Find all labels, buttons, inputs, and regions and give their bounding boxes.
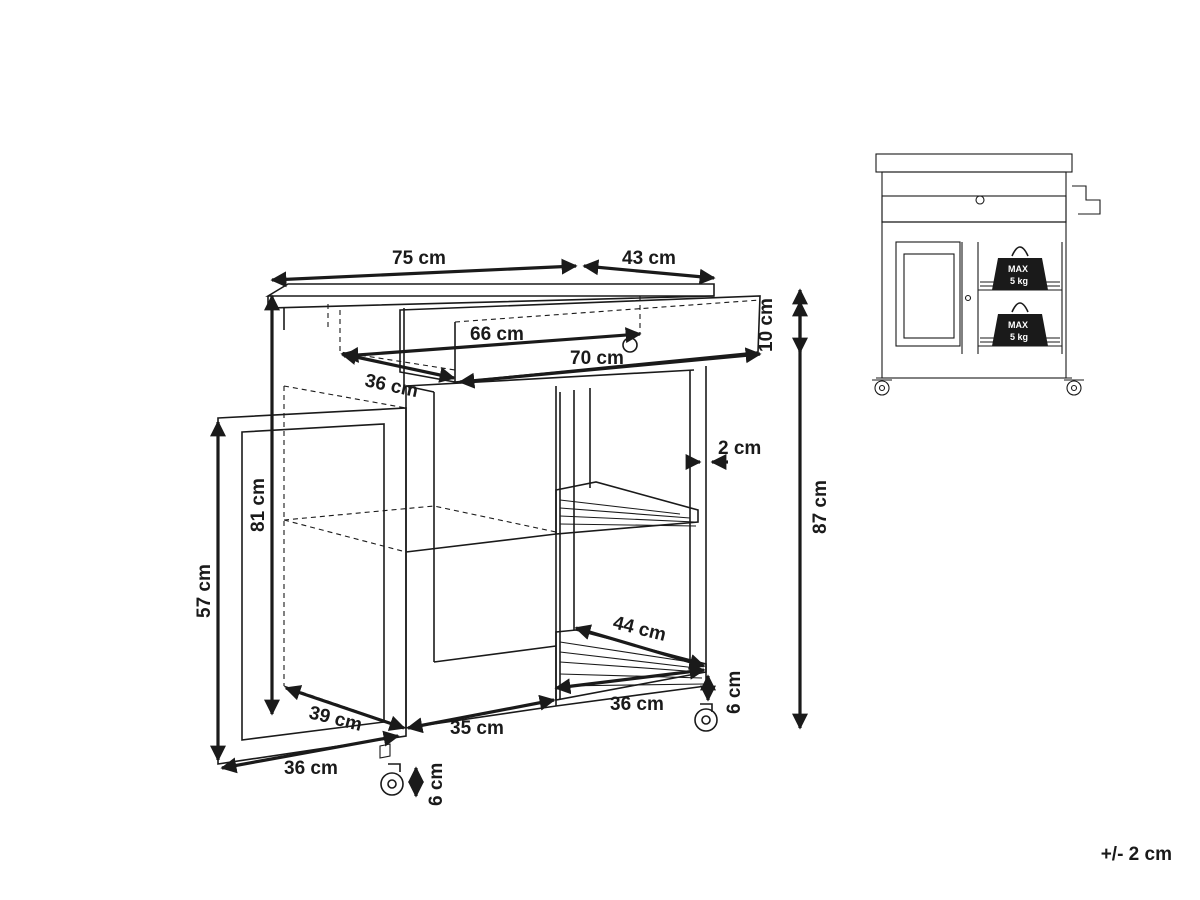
- tolerance-note: +/- 2 cm: [1100, 844, 1172, 865]
- label-bottom-middle-width: 35 cm: [450, 718, 504, 739]
- weight-top-line1: MAX: [1008, 264, 1028, 274]
- front-view-thumbnail: MAX 5 kg MAX 5 kg: [872, 153, 1101, 396]
- label-inner-height: 81 cm: [248, 478, 269, 532]
- label-door-height: 57 cm: [194, 564, 215, 618]
- label-drawer-side: 36 cm: [363, 370, 420, 402]
- label-wheel-height-right: 6 cm: [724, 671, 745, 714]
- dimension-labels: 75 cm 43 cm 66 cm 70 cm 36 cm 10 cm 2 cm…: [194, 248, 831, 806]
- wheel-left: [380, 763, 404, 796]
- max-load-weight-top: MAX 5 kg: [992, 246, 1048, 290]
- weight-bottom-line2: 5 kg: [1010, 332, 1028, 342]
- wheel-right: [694, 703, 718, 732]
- label-drawer-width: 66 cm: [470, 324, 524, 345]
- dimension-arrows: [210, 258, 808, 798]
- label-door-width: 36 cm: [284, 758, 338, 779]
- weight-bottom-line1: MAX: [1008, 320, 1028, 330]
- label-drawer-depth: 70 cm: [570, 348, 624, 369]
- label-width-total: 75 cm: [392, 248, 446, 269]
- max-load-weight-bottom: MAX 5 kg: [992, 302, 1048, 346]
- kitchen-cart-drawing: [217, 283, 761, 796]
- label-wheel-height-left: 6 cm: [426, 763, 447, 806]
- weight-top-line2: 5 kg: [1010, 276, 1028, 286]
- label-depth-total: 43 cm: [622, 248, 676, 269]
- label-height-total: 87 cm: [810, 480, 831, 534]
- label-bottom-right-width: 36 cm: [610, 694, 664, 715]
- label-side-panel: 2 cm: [718, 438, 761, 459]
- label-drawer-height: 10 cm: [756, 298, 777, 352]
